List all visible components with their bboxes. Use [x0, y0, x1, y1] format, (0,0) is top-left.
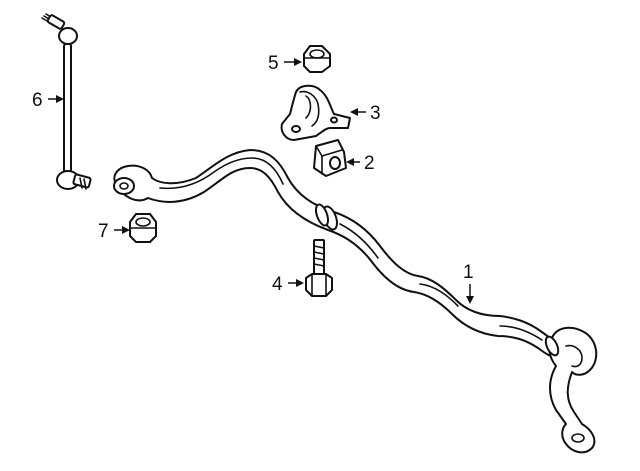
callout-6-label: 6 — [32, 90, 43, 111]
callout-2-label: 2 — [364, 153, 375, 174]
callout-5: 5 — [268, 53, 302, 74]
stabilizer-bar[interactable] — [113, 149, 598, 454]
bolt[interactable] — [305, 239, 333, 297]
callout-4: 4 — [272, 274, 304, 295]
callout-7: 7 — [98, 221, 130, 242]
nut-lower[interactable] — [129, 213, 157, 243]
callout-5-label: 5 — [268, 53, 279, 74]
stabilizer-link[interactable] — [41, 13, 92, 190]
bushing-bracket[interactable] — [280, 84, 351, 141]
callout-2: 2 — [346, 153, 375, 174]
callout-6: 6 — [32, 90, 64, 111]
bushing[interactable] — [313, 139, 347, 177]
callout-7-label: 7 — [98, 221, 109, 242]
callout-4-label: 4 — [272, 274, 283, 295]
callout-3: 3 — [350, 103, 381, 124]
callout-1-label: 1 — [463, 262, 474, 283]
nut-top[interactable] — [303, 45, 331, 73]
callout-1: 1 — [463, 262, 474, 304]
callout-3-label: 3 — [370, 103, 381, 124]
